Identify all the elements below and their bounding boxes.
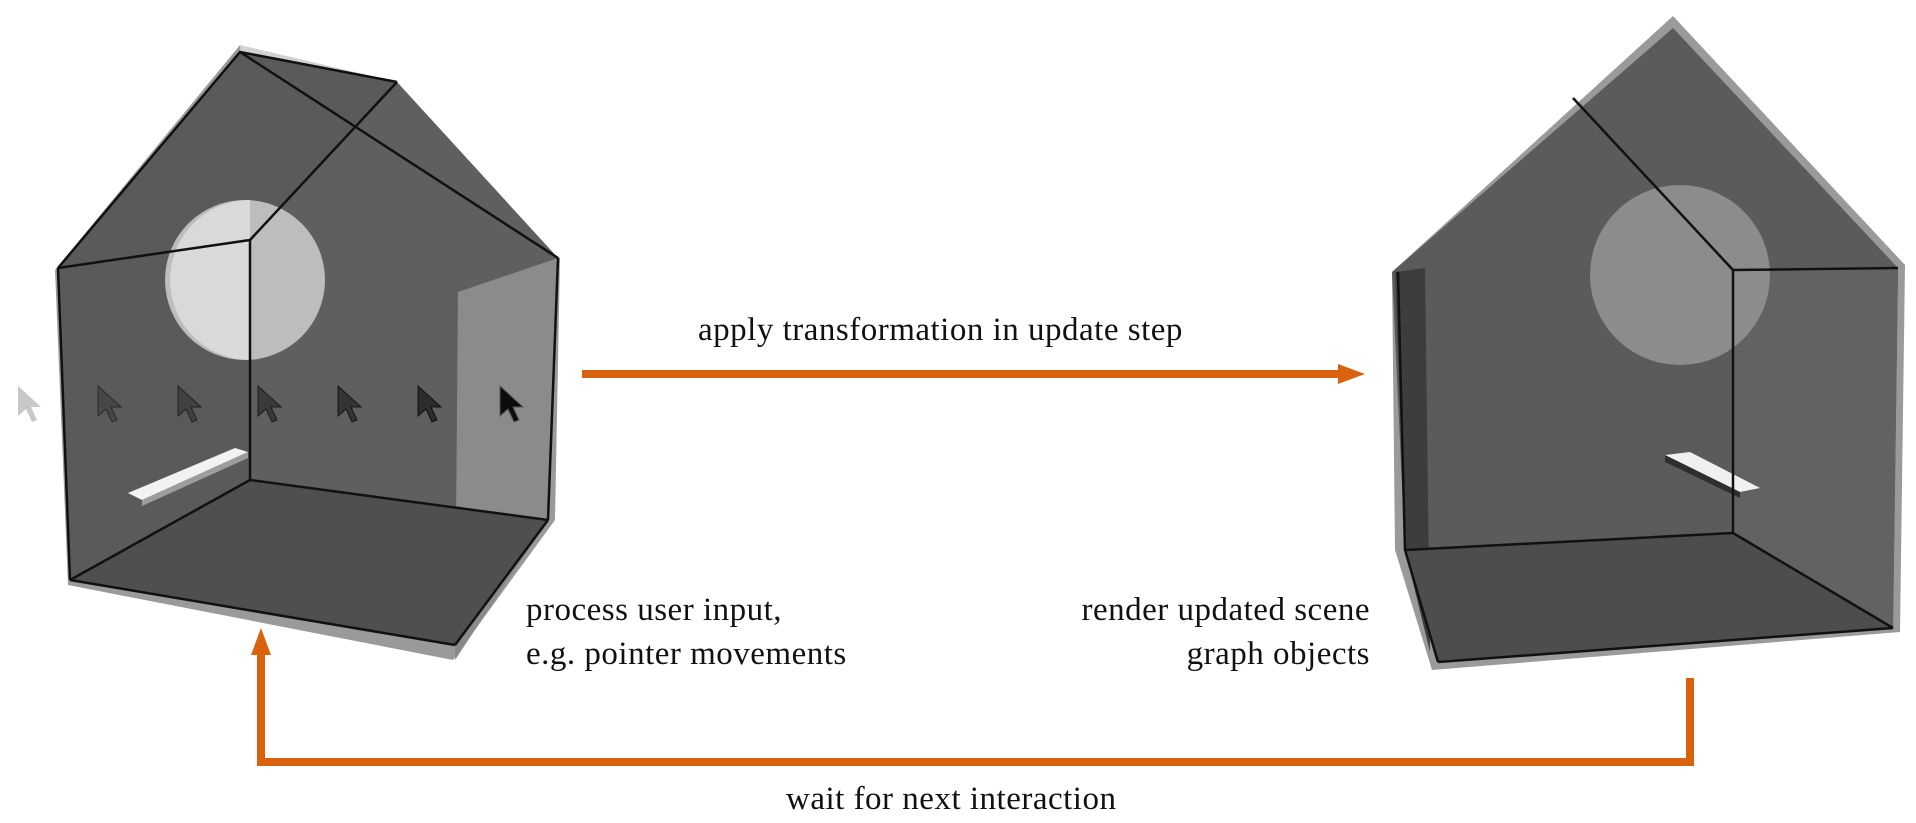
- right-birdhouse: [1392, 16, 1905, 670]
- wait-label: wait for next interaction: [786, 781, 1117, 817]
- render-line-1: render updated scene: [1081, 592, 1370, 628]
- arrow-head-right-icon: [1338, 364, 1365, 384]
- feedback-loop-arrow: [251, 628, 1694, 766]
- process-input-line-2: e.g. pointer movements: [526, 636, 847, 672]
- right-house-floor: [1405, 533, 1893, 662]
- process-input-label: process user input, e.g. pointer movemen…: [526, 588, 847, 676]
- mouse-pointer-icon: [18, 386, 41, 422]
- left-birdhouse: [55, 45, 560, 660]
- right-house-back-wall: [1733, 268, 1898, 628]
- left-house-perch: [128, 448, 248, 500]
- update-step-label: apply transformation in update step: [698, 312, 1183, 348]
- right-house-window: [1590, 185, 1770, 365]
- left-house-window-light: [170, 200, 250, 360]
- left-house-floor: [70, 480, 548, 645]
- process-input-line-1: process user input,: [526, 592, 783, 628]
- render-line-2: graph objects: [1186, 636, 1370, 672]
- update-arrow: [582, 364, 1365, 384]
- render-label: render updated scene graph objects: [1081, 588, 1370, 676]
- arrow-head-up-icon: [251, 628, 271, 655]
- right-house-perch: [1665, 452, 1760, 492]
